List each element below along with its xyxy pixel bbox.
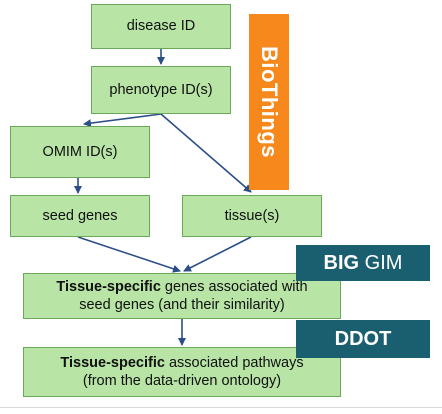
node-omim-ids-label: OMIM ID(s) bbox=[42, 143, 118, 160]
arrow-tissue-to-tsgenes bbox=[183, 236, 252, 272]
node-omim-ids: OMIM ID(s) bbox=[10, 126, 150, 178]
node-tissue-specific-genes-line2: seed genes (and their similarity) bbox=[79, 297, 285, 313]
node-tissue-specific-pathways-line1: Tissue-specific associated pathways bbox=[60, 354, 303, 372]
node-tissue-specific-pathways-rest: associated pathways bbox=[164, 354, 304, 371]
big-gim-badge-rest: GIM bbox=[359, 251, 403, 274]
node-phenotype-ids: phenotype ID(s) bbox=[91, 66, 231, 114]
node-seed-genes: seed genes bbox=[10, 195, 150, 237]
node-tissue-specific-genes-rest: genes associated with bbox=[160, 278, 308, 295]
big-gim-badge: BIG GIM bbox=[296, 245, 430, 281]
biothings-badge-label: BioThings bbox=[257, 45, 283, 159]
node-tissue-specific-pathways-bold: Tissue-specific bbox=[60, 354, 165, 371]
node-tissue-specific-pathways: Tissue-specific associated pathways (fro… bbox=[23, 347, 341, 397]
bottom-divider bbox=[0, 407, 442, 408]
ddot-badge: DDOT bbox=[296, 320, 430, 358]
node-tissue-specific-genes-line1: Tissue-specific genes associated with bbox=[56, 278, 307, 296]
node-phenotype-ids-label: phenotype ID(s) bbox=[109, 81, 213, 98]
node-tissue-specific-genes-bold: Tissue-specific bbox=[56, 278, 161, 295]
arrow-seed-to-tsgenes bbox=[77, 236, 181, 273]
ddot-badge-label: DDOT bbox=[334, 327, 392, 350]
node-disease-id: disease ID bbox=[91, 4, 231, 49]
arrow-phenotype-to-omim bbox=[83, 113, 162, 128]
big-gim-badge-label: BIG GIM bbox=[324, 252, 403, 275]
node-tissues: tissue(s) bbox=[182, 195, 322, 237]
node-disease-id-label: disease ID bbox=[126, 18, 196, 35]
node-tissue-specific-pathways-line2: (from the data-driven ontology) bbox=[82, 373, 282, 389]
node-tissue-specific-genes: Tissue-specific genes associated with se… bbox=[23, 273, 341, 319]
node-tissues-label: tissue(s) bbox=[224, 207, 280, 224]
biothings-badge: BioThings bbox=[249, 14, 289, 190]
big-gim-badge-bold: BIG bbox=[323, 251, 360, 274]
arrow-phenotype-to-tissue bbox=[160, 113, 252, 193]
node-seed-genes-label: seed genes bbox=[42, 207, 118, 224]
